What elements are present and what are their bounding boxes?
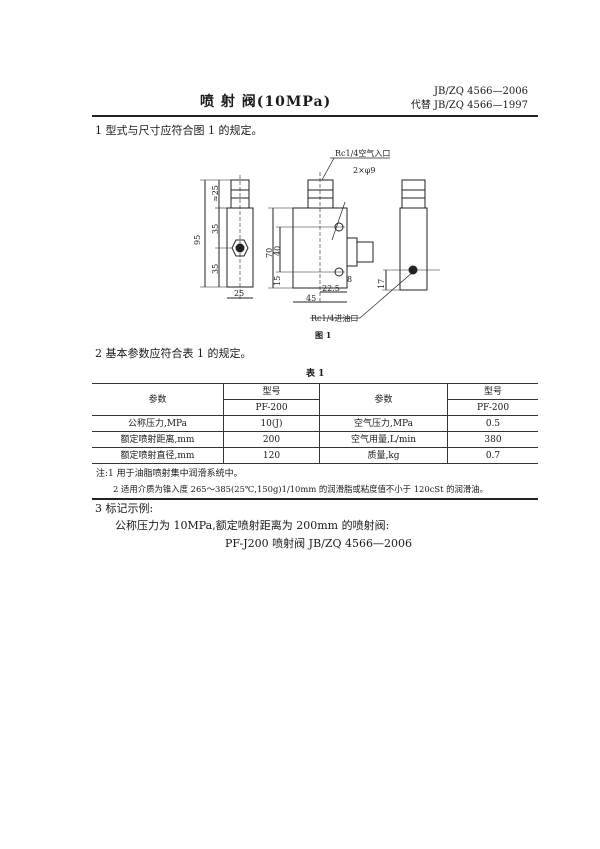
dim-17: 17 [377, 279, 386, 289]
right-view [310, 179, 440, 319]
table-note-rule [92, 498, 538, 500]
dim-22-5: 22.5 [322, 284, 340, 293]
param-cell: 空气用量,L/min [319, 431, 448, 448]
param-cell: 空气压力,MPa [319, 415, 448, 432]
table-header-row: 参数 型号 参数 型号 [92, 383, 538, 416]
header-model-right: 型号 [447, 383, 538, 400]
table-caption: 表 1 [306, 369, 325, 379]
standard-number: JB/ZQ 4566—2006 [434, 86, 528, 97]
section-1-text: 1 型式与尺寸应符合图 1 的规定。 [95, 124, 263, 137]
replaces-standard: 代替 JB/ZQ 4566—1997 [410, 100, 528, 111]
section-3-heading: 3 标记示例: [95, 502, 154, 515]
value-cell: 0.7 [447, 447, 538, 464]
value-cell: 200 [223, 431, 320, 448]
value-cell: 0.5 [447, 415, 538, 432]
model-left: PF-200 [223, 399, 320, 416]
parameter-table: 参数 型号 参数 型号 PF-200 PF-200 公称压力,MPa 10(J)… [92, 383, 538, 464]
section-2-text: 2 基本参数应符合表 1 的规定。 [95, 347, 252, 360]
header-rule [92, 115, 538, 117]
dim-35-lower: 35 [211, 264, 220, 274]
header-param-left: 参数 [92, 383, 224, 416]
marking-example: PF-J200 喷射阀 JB/ZQ 4566—2006 [225, 537, 412, 550]
header-param-right: 参数 [319, 383, 448, 416]
value-cell: 10(J) [223, 415, 320, 432]
table-note-1: 注:1 用于油脂喷射集中润滑系统中。 [96, 469, 243, 479]
table-row: 额定喷射直径,mm 120 质量,kg 0.7 [92, 447, 538, 464]
middle-view [268, 157, 390, 303]
figure-1-drawing: 95 ≈25 35 35 25 70 40 15 8 22.5 45 17 Rc… [193, 148, 440, 340]
page-title: 喷 射 阀(10MPa) [200, 94, 332, 110]
label-oil-inlet: Rc1/4进油口 [311, 313, 358, 323]
figure-caption: 图 1 [315, 330, 331, 340]
dim-25-width: 25 [234, 289, 244, 298]
param-cell: 额定喷射直径,mm [92, 447, 224, 464]
param-cell: 质量,kg [319, 447, 448, 464]
dim-25-top: ≈25 [211, 185, 220, 202]
left-view [200, 175, 254, 300]
label-air-inlet: Rc1/4空气入口 [335, 148, 390, 158]
table-row: 额定喷射距离,mm 200 空气用量,L/min 380 [92, 431, 538, 448]
dim-8: 8 [347, 275, 352, 284]
header-model-left: 型号 [223, 383, 320, 400]
param-cell: 公称压力,MPa [92, 415, 224, 432]
table-row: 公称压力,MPa 10(J) 空气压力,MPa 0.5 [92, 415, 538, 432]
dim-40: 40 [273, 246, 282, 256]
dim-95: 95 [193, 235, 202, 245]
dim-35-upper: 35 [211, 224, 220, 234]
dim-15: 15 [273, 276, 282, 286]
value-cell: 120 [223, 447, 320, 464]
param-cell: 额定喷射距离,mm [92, 431, 224, 448]
value-cell: 380 [447, 431, 538, 448]
table-note-2: 2 适用介质为锥入度 265～385(25℃,150g)1/10mm 的润滑脂或… [113, 484, 489, 494]
model-right: PF-200 [447, 399, 538, 416]
label-holes: 2×φ9 [353, 166, 375, 175]
table-subheader-row: PF-200 PF-200 [92, 399, 538, 416]
dim-70: 70 [265, 248, 274, 258]
dim-45: 45 [306, 294, 316, 303]
marking-example-text: 公称压力为 10MPa,额定喷射距离为 200mm 的喷射阀: [115, 519, 390, 532]
